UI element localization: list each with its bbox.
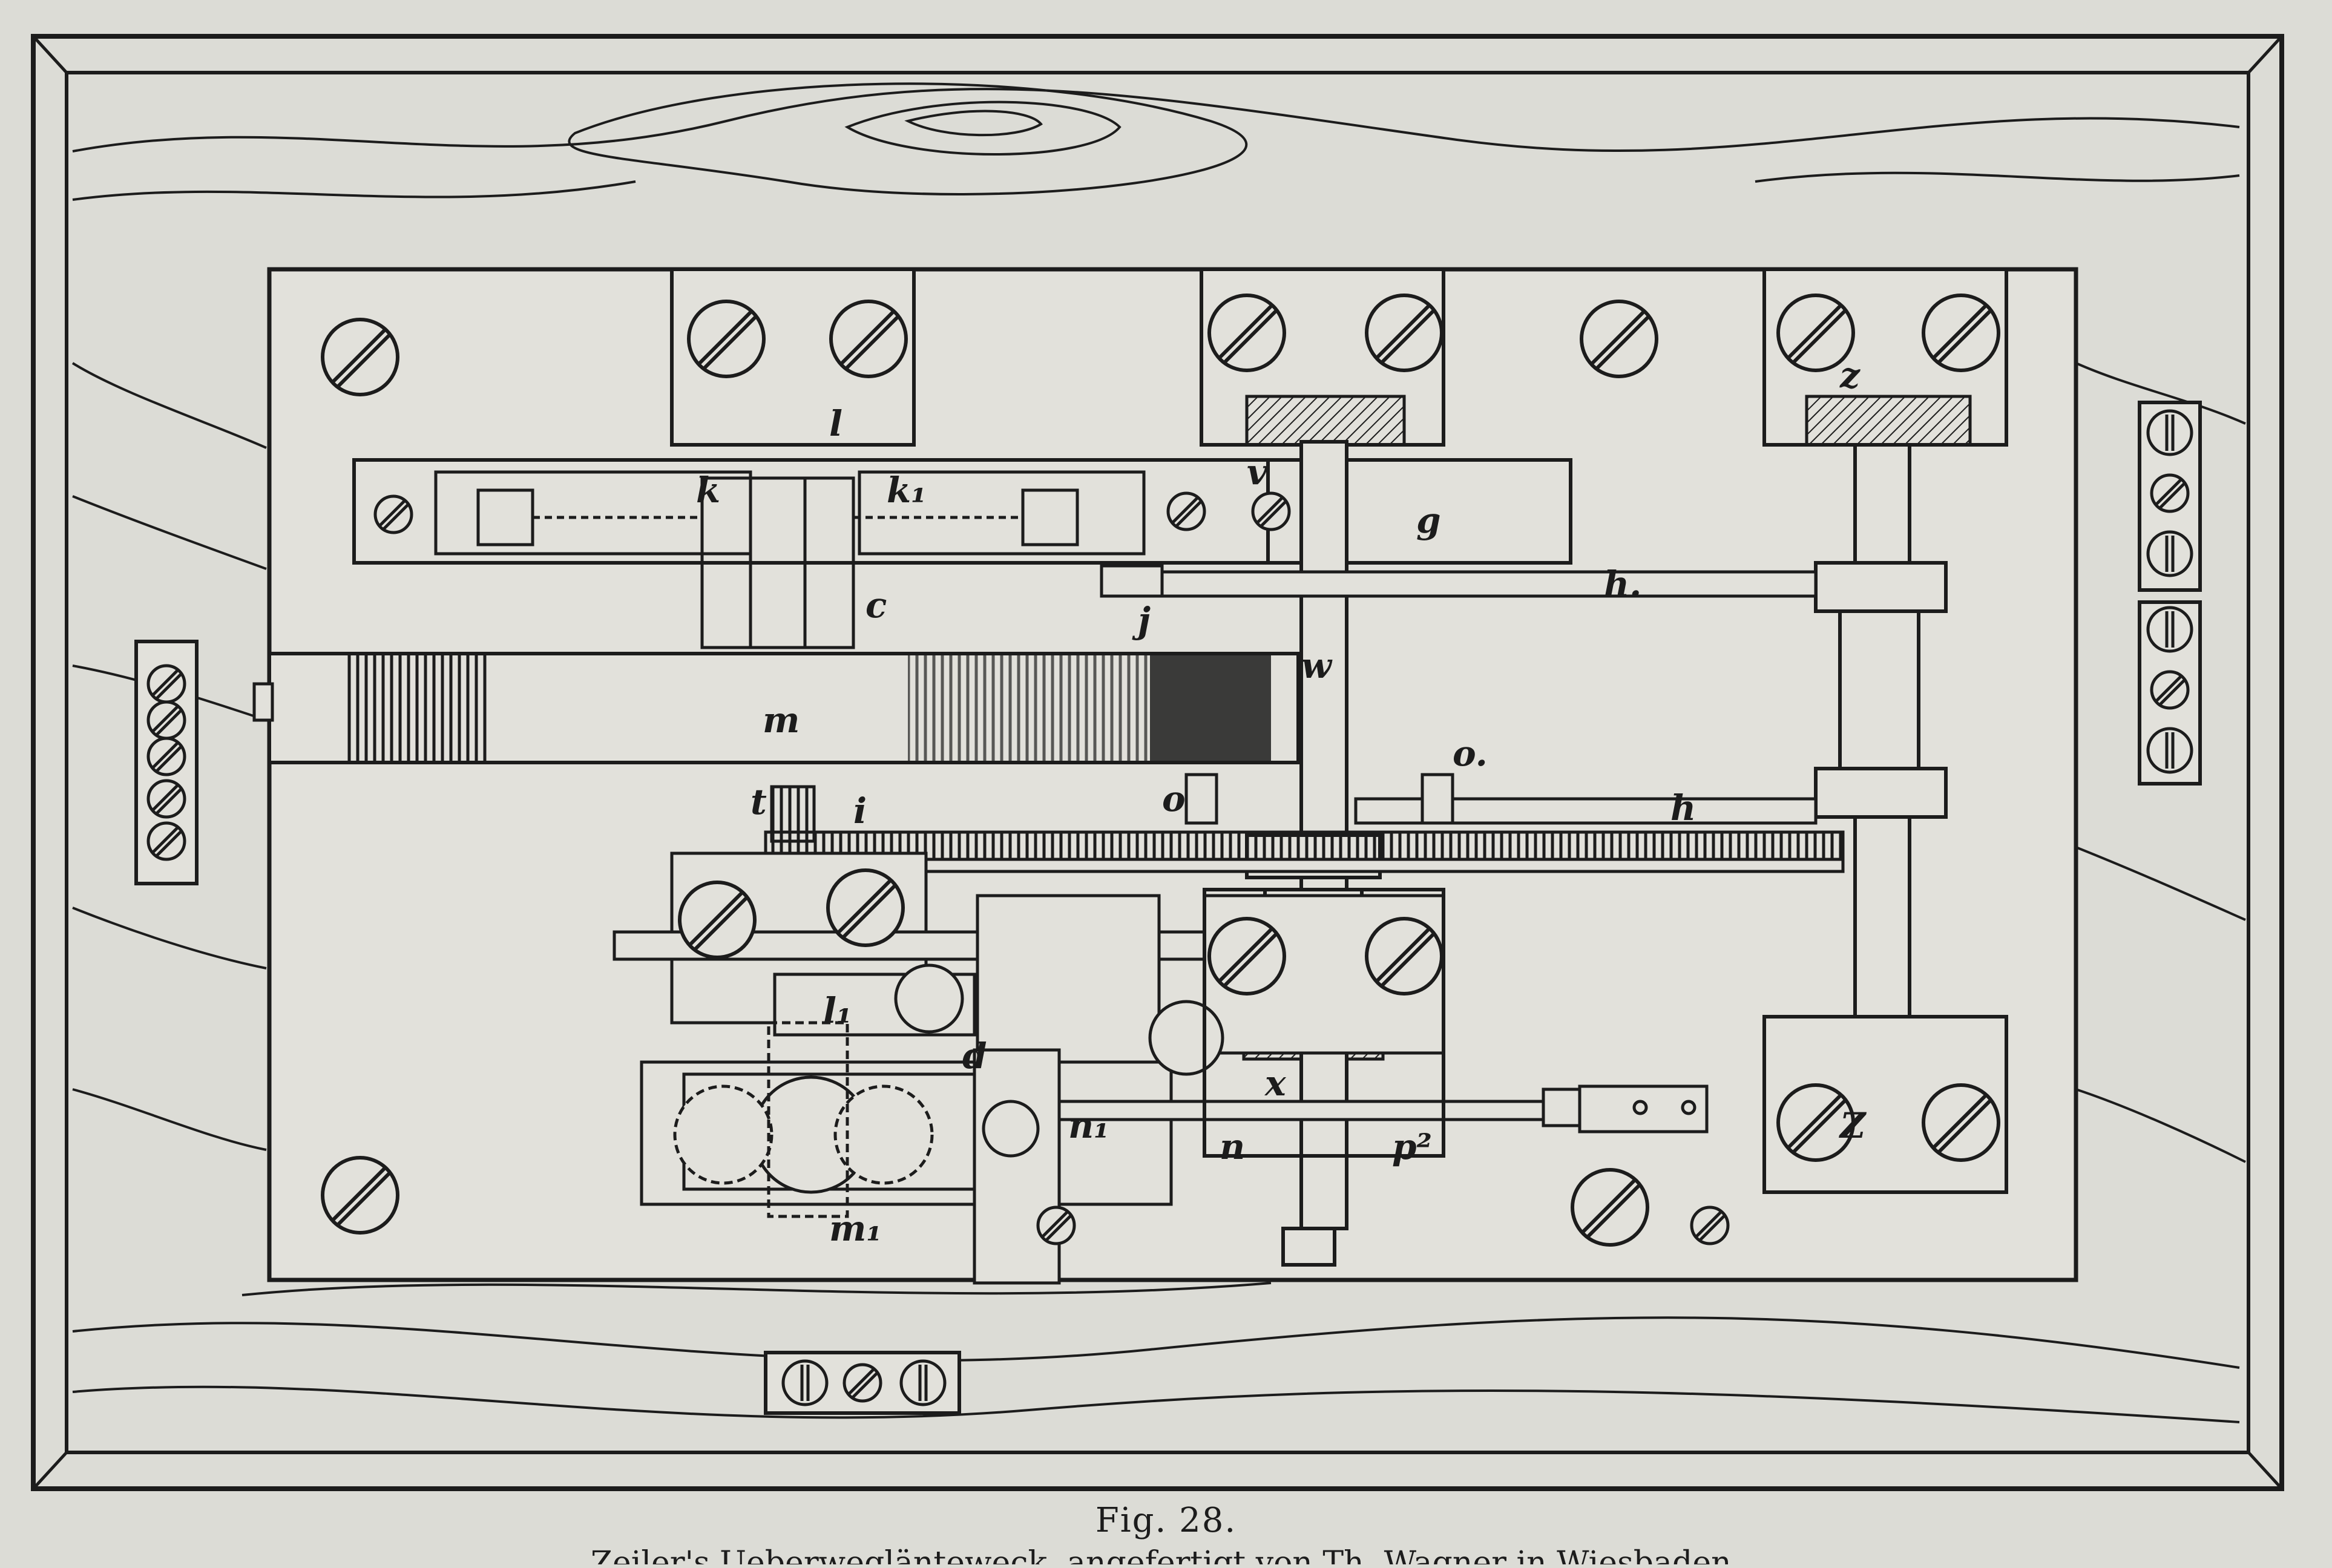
label-o: o bbox=[1162, 778, 1186, 819]
label-h-lower: h bbox=[1670, 787, 1696, 828]
lower-mechanism bbox=[613, 851, 1709, 1285]
label-c: c bbox=[865, 585, 887, 626]
label-o1: o. bbox=[1453, 733, 1488, 774]
label-d: d bbox=[962, 1035, 987, 1077]
label-k1: k₁ bbox=[887, 470, 927, 511]
label-h-upper: h. bbox=[1604, 563, 1641, 605]
label-v: v bbox=[1247, 451, 1268, 493]
contact-springs bbox=[476, 476, 1079, 649]
gear-i bbox=[764, 785, 1845, 952]
label-l1: l₁ bbox=[823, 990, 852, 1031]
levers-h bbox=[1100, 564, 1818, 825]
label-z-top: z bbox=[1839, 355, 1861, 396]
wheel-m bbox=[252, 652, 1300, 764]
label-l: l bbox=[829, 403, 842, 444]
label-w: w bbox=[1301, 645, 1333, 686]
label-m1: m₁ bbox=[829, 1208, 882, 1249]
arbor-z bbox=[1814, 443, 1948, 1022]
label-n1: n₁ bbox=[1068, 1105, 1109, 1146]
terminal-strips bbox=[134, 401, 2202, 1415]
figure-number: Fig. 28. bbox=[1095, 1501, 1237, 1540]
label-t: t bbox=[751, 781, 767, 822]
label-k: k bbox=[696, 470, 720, 511]
label-g: g bbox=[1416, 500, 1441, 541]
figure-caption: Fig. 28. Zeiler's Ueberweglänteweck, ang… bbox=[0, 1501, 2332, 1564]
label-p: p² bbox=[1392, 1126, 1432, 1167]
label-n: n bbox=[1220, 1126, 1245, 1167]
label-m: m bbox=[763, 700, 800, 741]
part-labels: l k k₁ c v g z h. j w m o. h t i o l₁ d … bbox=[696, 355, 1867, 1249]
terminal-p bbox=[1542, 1084, 1709, 1133]
wood-grain bbox=[71, 82, 2246, 1423]
label-x: x bbox=[1264, 1063, 1287, 1104]
label-z-bottom: Z bbox=[1839, 1105, 1867, 1146]
label-i: i bbox=[853, 790, 867, 832]
figure-subtitle: Zeiler's Ueberweglänteweck, angefertigt … bbox=[590, 1545, 1742, 1564]
small-wheels bbox=[673, 963, 1224, 1218]
